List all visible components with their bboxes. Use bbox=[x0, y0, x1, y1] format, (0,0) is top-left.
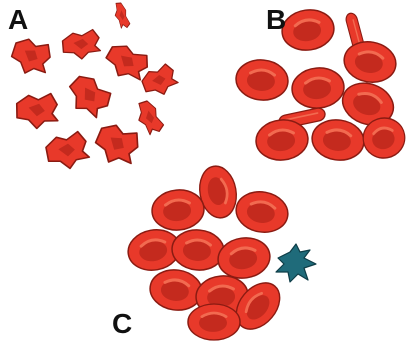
panel-label-b: B bbox=[266, 6, 286, 34]
red-blood-cell bbox=[233, 188, 291, 236]
red-blood-cell bbox=[147, 267, 204, 314]
red-blood-cell bbox=[290, 66, 345, 110]
cell-fragment bbox=[62, 70, 116, 122]
panel-label-c: C bbox=[112, 310, 132, 338]
cell-fragment bbox=[92, 121, 142, 168]
red-blood-cell bbox=[170, 228, 225, 272]
red-blood-cell bbox=[341, 38, 399, 86]
cell-fragment bbox=[9, 37, 52, 77]
red-blood-cell bbox=[188, 304, 240, 340]
red-blood-cell bbox=[150, 188, 205, 232]
cell-fragment bbox=[111, 1, 131, 30]
panel-label-a: A bbox=[8, 6, 28, 34]
cell-fragment bbox=[132, 98, 167, 138]
panel-a-cells bbox=[9, 1, 181, 175]
red-blood-cell bbox=[215, 235, 272, 282]
panel-b-cells bbox=[234, 7, 408, 164]
red-blood-cell bbox=[279, 7, 336, 54]
red-blood-cell bbox=[309, 117, 366, 164]
cell-fragment bbox=[42, 128, 93, 174]
panel-c-cells bbox=[125, 163, 316, 340]
cell-fragment bbox=[59, 27, 103, 63]
red-blood-cell bbox=[234, 58, 289, 102]
platelet bbox=[276, 244, 316, 282]
cell-fragment bbox=[14, 91, 61, 132]
